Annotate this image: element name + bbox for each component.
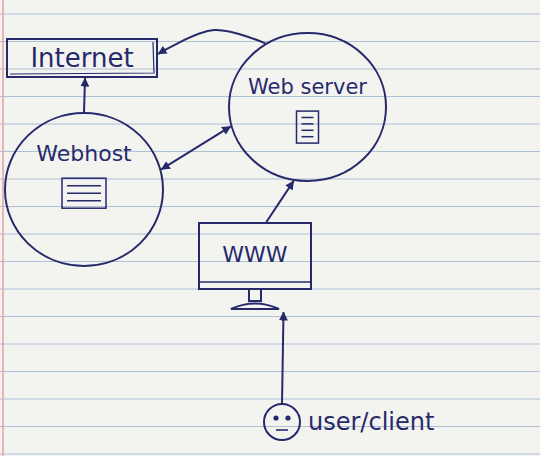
box-outline bbox=[7, 39, 157, 77]
paper-rules bbox=[0, 14, 540, 454]
internet-box: Internet bbox=[6, 38, 158, 78]
node-label: WWW bbox=[222, 243, 287, 267]
server-icon-slot bbox=[302, 123, 314, 125]
monitor-neck bbox=[249, 289, 261, 301]
face-mouth bbox=[276, 429, 288, 431]
monitor-screen bbox=[199, 223, 311, 289]
ink bbox=[199, 223, 311, 309]
box-inner-stroke bbox=[10, 42, 154, 74]
server-icon-body bbox=[62, 178, 106, 208]
paper-rule bbox=[0, 234, 540, 235]
server-icon-slot bbox=[302, 136, 314, 138]
margin-line bbox=[2, 0, 4, 456]
arrow-connector bbox=[266, 181, 293, 222]
face-eye bbox=[286, 416, 289, 419]
monitor-bezel bbox=[199, 281, 311, 283]
face-eye bbox=[274, 416, 277, 419]
server-icon-slot bbox=[67, 200, 101, 202]
node-label: Web server bbox=[248, 76, 367, 99]
paper-rule bbox=[0, 316, 540, 317]
web-server-circle: Web server bbox=[228, 32, 387, 182]
circle-outline bbox=[5, 113, 163, 266]
ink bbox=[7, 39, 157, 77]
paper-rule bbox=[0, 454, 540, 455]
www-monitor-outline bbox=[198, 222, 312, 312]
server-icon-slot bbox=[67, 192, 101, 194]
paper-rule bbox=[0, 14, 540, 15]
paper-rule bbox=[0, 124, 540, 125]
circle-outline bbox=[229, 33, 386, 181]
monitor-base bbox=[231, 304, 279, 310]
server-icon-slot bbox=[67, 185, 101, 187]
node-label: Internet bbox=[30, 44, 133, 73]
paper-rule bbox=[0, 206, 540, 207]
server-icon bbox=[62, 178, 106, 208]
ink bbox=[5, 113, 163, 266]
paper-rule bbox=[0, 344, 540, 345]
server-icon bbox=[297, 111, 319, 143]
user-client-figure: user/client bbox=[262, 400, 502, 444]
arrow-connector bbox=[282, 312, 284, 404]
node-label: Webhost bbox=[36, 142, 131, 166]
ink bbox=[264, 404, 300, 440]
webhost-circle-outline bbox=[4, 112, 164, 267]
ink bbox=[229, 33, 386, 181]
paper-rule bbox=[0, 371, 540, 372]
arrow-connector bbox=[158, 30, 265, 54]
server-icon-slot bbox=[302, 130, 314, 132]
node-label: user/client bbox=[308, 409, 434, 435]
server-icon-slot bbox=[302, 117, 314, 119]
web-server-circle-outline bbox=[228, 32, 387, 182]
arrow-connector bbox=[161, 126, 230, 169]
paper-rule bbox=[0, 399, 540, 400]
www-monitor: WWW bbox=[198, 222, 312, 312]
webhost-circle: Webhost bbox=[4, 112, 164, 267]
face-outline bbox=[264, 404, 300, 440]
arrow-connector bbox=[84, 78, 85, 112]
server-icon-body bbox=[297, 111, 319, 143]
paper-rule bbox=[0, 426, 540, 427]
